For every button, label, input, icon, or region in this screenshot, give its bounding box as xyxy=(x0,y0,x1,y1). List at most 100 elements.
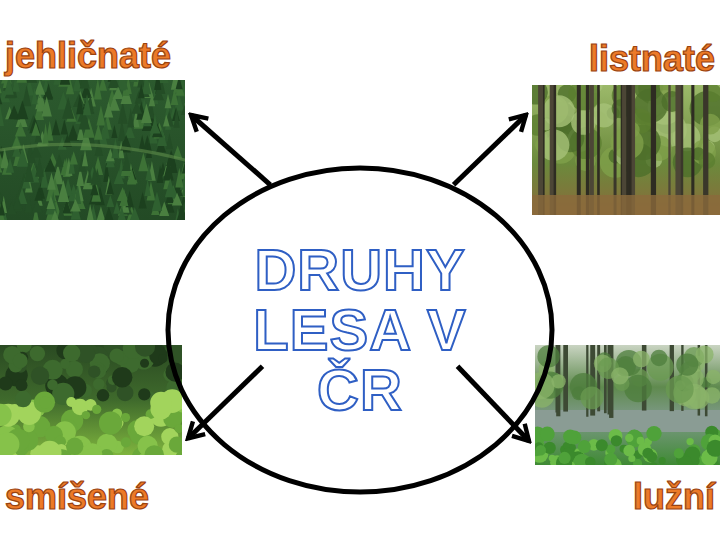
conifer-tree xyxy=(47,195,56,209)
leaf-canopy xyxy=(695,345,713,363)
conifer-tree xyxy=(22,85,31,106)
tree-crown xyxy=(82,448,103,455)
conifer-tree xyxy=(106,195,114,207)
arrow-connector xyxy=(458,366,530,441)
riverside-plant xyxy=(611,435,622,446)
water-surface xyxy=(535,410,720,432)
riverside-plant xyxy=(659,457,666,464)
conifer-tree xyxy=(94,80,102,99)
riverside-plant xyxy=(625,434,633,442)
conifer-tree xyxy=(120,189,128,206)
conifer-tree xyxy=(99,80,107,91)
clearing-line xyxy=(0,144,185,160)
conifer-tree xyxy=(4,80,14,95)
tree-crown xyxy=(112,367,132,387)
forest-type-label: jehličnaté xyxy=(5,36,171,76)
conifer-tree xyxy=(138,84,145,98)
conifer-tree xyxy=(0,106,4,126)
tree-crown xyxy=(31,367,49,385)
photo-ground xyxy=(532,85,720,215)
riverside-plant xyxy=(549,455,556,462)
leaf-litter xyxy=(532,195,720,215)
conifer-tree xyxy=(113,86,124,98)
conifer-tree xyxy=(0,89,2,105)
conifer-tree xyxy=(16,100,28,119)
conifer-tree xyxy=(149,121,160,134)
conifer-tree xyxy=(118,119,126,141)
conifer-tree xyxy=(17,147,29,166)
topic-ellipse: DRUHY LESA V ČR xyxy=(165,165,555,495)
tree-crown xyxy=(34,392,55,413)
tree-crown xyxy=(97,389,109,401)
tree-crown xyxy=(158,354,167,363)
tree-crown xyxy=(150,392,172,414)
conifer-tree xyxy=(106,180,114,195)
riverside-plant xyxy=(623,445,635,457)
arrow-connector xyxy=(454,115,526,185)
tree-crown xyxy=(169,436,182,452)
conifer-photo xyxy=(0,80,185,220)
conifer-tree xyxy=(130,207,140,220)
tree-crown xyxy=(92,405,101,414)
conifer-tree xyxy=(176,80,183,89)
riverside-plant xyxy=(535,445,546,456)
tree-crown xyxy=(134,416,154,436)
tree-crown xyxy=(0,404,12,426)
riverside-plant xyxy=(646,426,661,441)
conifer-tree xyxy=(42,80,50,81)
riverside-plant xyxy=(563,429,577,443)
tree-crown xyxy=(121,437,131,447)
mixed-photo xyxy=(0,345,182,455)
riverside-plant xyxy=(637,437,645,445)
conifer-tree xyxy=(108,80,120,88)
tree-crown xyxy=(66,438,83,455)
conifer-tree xyxy=(0,201,5,216)
conifer-tree xyxy=(111,125,117,138)
forest-photo-box: jehličnaté xyxy=(0,80,185,220)
conifer-tree xyxy=(0,185,3,201)
leaf-canopy xyxy=(704,387,720,404)
conifer-tree xyxy=(49,210,60,220)
conifer-tree xyxy=(96,206,106,220)
leaf-canopy xyxy=(624,375,652,403)
conifer-tree xyxy=(42,123,48,145)
tree-crown xyxy=(66,397,76,407)
forest-type-label: lužní xyxy=(633,477,715,517)
conifer-tree xyxy=(73,80,82,91)
conifer-tree xyxy=(60,80,70,85)
leaf-canopy xyxy=(543,95,575,127)
conifer-tree xyxy=(166,133,173,149)
conifer-tree xyxy=(127,168,136,184)
riverside-plant xyxy=(707,440,720,457)
conifer-tree xyxy=(0,80,2,93)
conifer-tree xyxy=(117,207,126,220)
tree-crown xyxy=(38,441,62,455)
arrow-connector xyxy=(188,366,263,438)
leaf-canopy xyxy=(580,386,603,409)
forest-type-label: smíšené xyxy=(5,477,149,517)
tree-crown xyxy=(47,379,58,390)
conifer-tree xyxy=(94,123,103,139)
leaf-canopy xyxy=(676,353,698,375)
conifer-tree xyxy=(181,100,185,115)
conifer-tree xyxy=(154,80,161,90)
leaf-canopy xyxy=(633,351,650,368)
conifer-tree xyxy=(122,152,131,171)
conifer-tree xyxy=(103,207,114,220)
conifer-tree xyxy=(70,151,78,164)
tree-crown xyxy=(82,411,90,419)
riverside-plant xyxy=(674,448,684,458)
conifer-tree xyxy=(16,80,27,83)
conifer-tree xyxy=(31,122,40,136)
riverside-plant xyxy=(604,453,617,465)
photo-ground xyxy=(0,345,182,455)
photo-ground xyxy=(0,80,185,220)
conifer-tree xyxy=(0,158,2,173)
conifer-tree xyxy=(102,118,110,139)
conifer-tree xyxy=(131,101,142,113)
forest-photo-box: smíšené xyxy=(0,345,182,455)
topic-title: DRUHY LESA V ČR xyxy=(250,240,470,420)
tree-crown xyxy=(109,349,123,363)
conifer-tree xyxy=(83,94,91,115)
